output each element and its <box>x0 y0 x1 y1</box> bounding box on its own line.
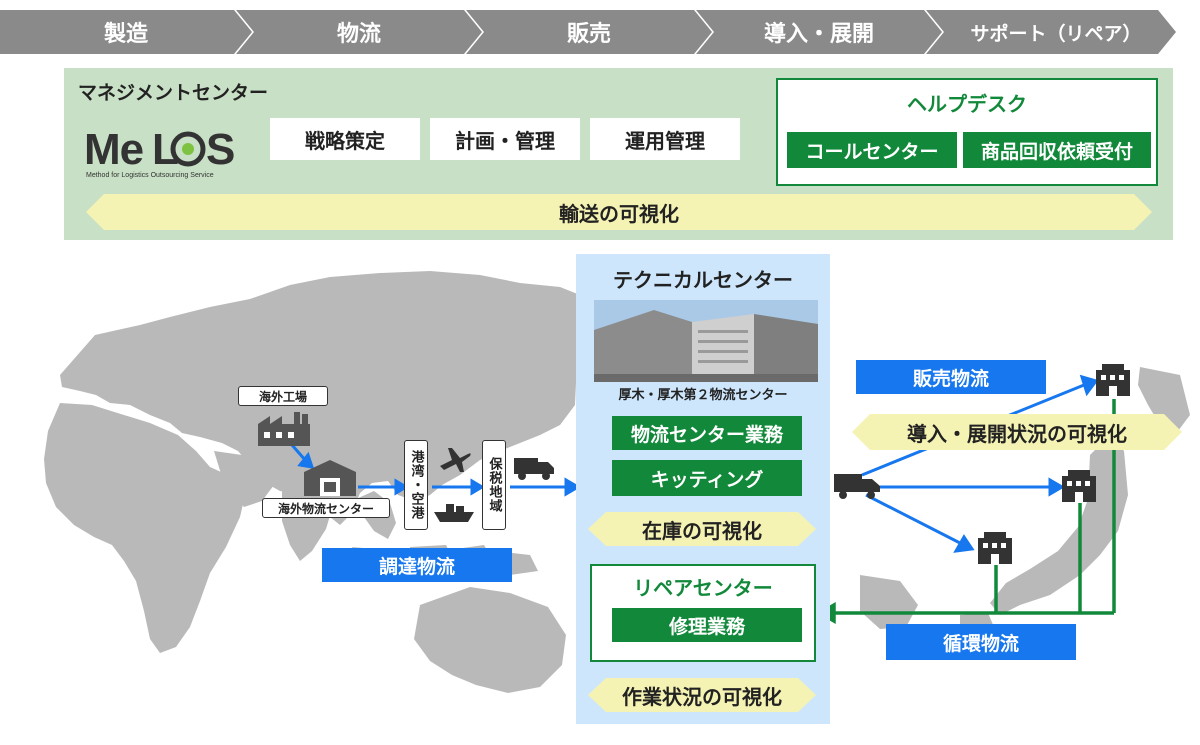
procurement-box: 調達物流 <box>322 548 512 582</box>
technical-title: テクニカルセンター <box>613 268 793 292</box>
airplane-icon <box>438 444 472 474</box>
technical-center: テクニカルセンター 厚木・厚木第２物流センター 物流センター業務 キッティング … <box>576 254 830 724</box>
management-title: マネジメントセンター <box>78 82 269 104</box>
call-center-box: コールセンター <box>787 132 957 168</box>
building-icon <box>1094 362 1132 396</box>
overseas-center-label: 海外物流センター <box>262 498 390 518</box>
bonded-label: 保税地域 <box>482 440 506 530</box>
strategy-box: 戦略策定 <box>270 118 420 160</box>
management-center: マネジメントセンター Me L S Method for Logistics O… <box>64 68 1173 240</box>
step-sales: 販売 <box>466 10 712 54</box>
repair-title: リペアセンター <box>633 576 773 600</box>
overseas-factory-label: 海外工場 <box>238 386 328 406</box>
svg-text:Method for Logistics Outsourci: Method for Logistics Outsourcing Service <box>86 172 214 179</box>
repair-task: 修理業務 <box>612 608 802 642</box>
deployment-visibility: 導入・展開状況の可視化 <box>852 414 1182 450</box>
repair-center: リペアセンター 修理業務 <box>590 564 816 662</box>
return-request-box: 商品回収依頼受付 <box>963 132 1151 168</box>
transport-visibility: 輸送の可視化 <box>86 194 1152 230</box>
photo-caption: 厚木・厚木第２物流センター <box>618 388 788 403</box>
ship-icon <box>434 500 474 524</box>
port-label: 港湾・空港 <box>404 440 428 530</box>
facility-photo <box>594 300 818 382</box>
operation-box: 運用管理 <box>590 118 740 160</box>
truck-icon <box>514 456 554 480</box>
step-deployment: 導入・展開 <box>696 10 942 54</box>
svg-text:Me: Me <box>84 125 143 174</box>
step-support: サポート（リペア） <box>926 10 1176 54</box>
planning-box: 計画・管理 <box>430 118 580 160</box>
helpdesk-panel: ヘルプデスク コールセンター 商品回収依頼受付 <box>776 78 1158 186</box>
building-icon <box>1060 468 1098 502</box>
step-logistics: 物流 <box>236 10 482 54</box>
warehouse-icon <box>304 460 356 496</box>
work-visibility: 作業状況の可視化 <box>588 678 816 712</box>
logistics-center-task: 物流センター業務 <box>612 416 802 450</box>
step-manufacturing: 製造 <box>0 10 252 54</box>
melos-logo: Me L S Method for Logistics Outsourcing … <box>82 120 242 180</box>
building-icon <box>976 530 1014 564</box>
circulation-logistics-box: 循環物流 <box>886 624 1076 660</box>
factory-icon <box>256 410 312 446</box>
sales-logistics-box: 販売物流 <box>856 360 1046 394</box>
inventory-visibility: 在庫の可視化 <box>588 512 816 546</box>
process-steps: 製造 物流 販売 導入・展開 サポート（リペア） <box>0 10 1200 54</box>
helpdesk-title: ヘルプデスク <box>907 92 1027 116</box>
kitting-task: キッティング <box>612 460 802 496</box>
delivery-truck-icon <box>834 472 880 500</box>
svg-text:S: S <box>206 125 235 174</box>
